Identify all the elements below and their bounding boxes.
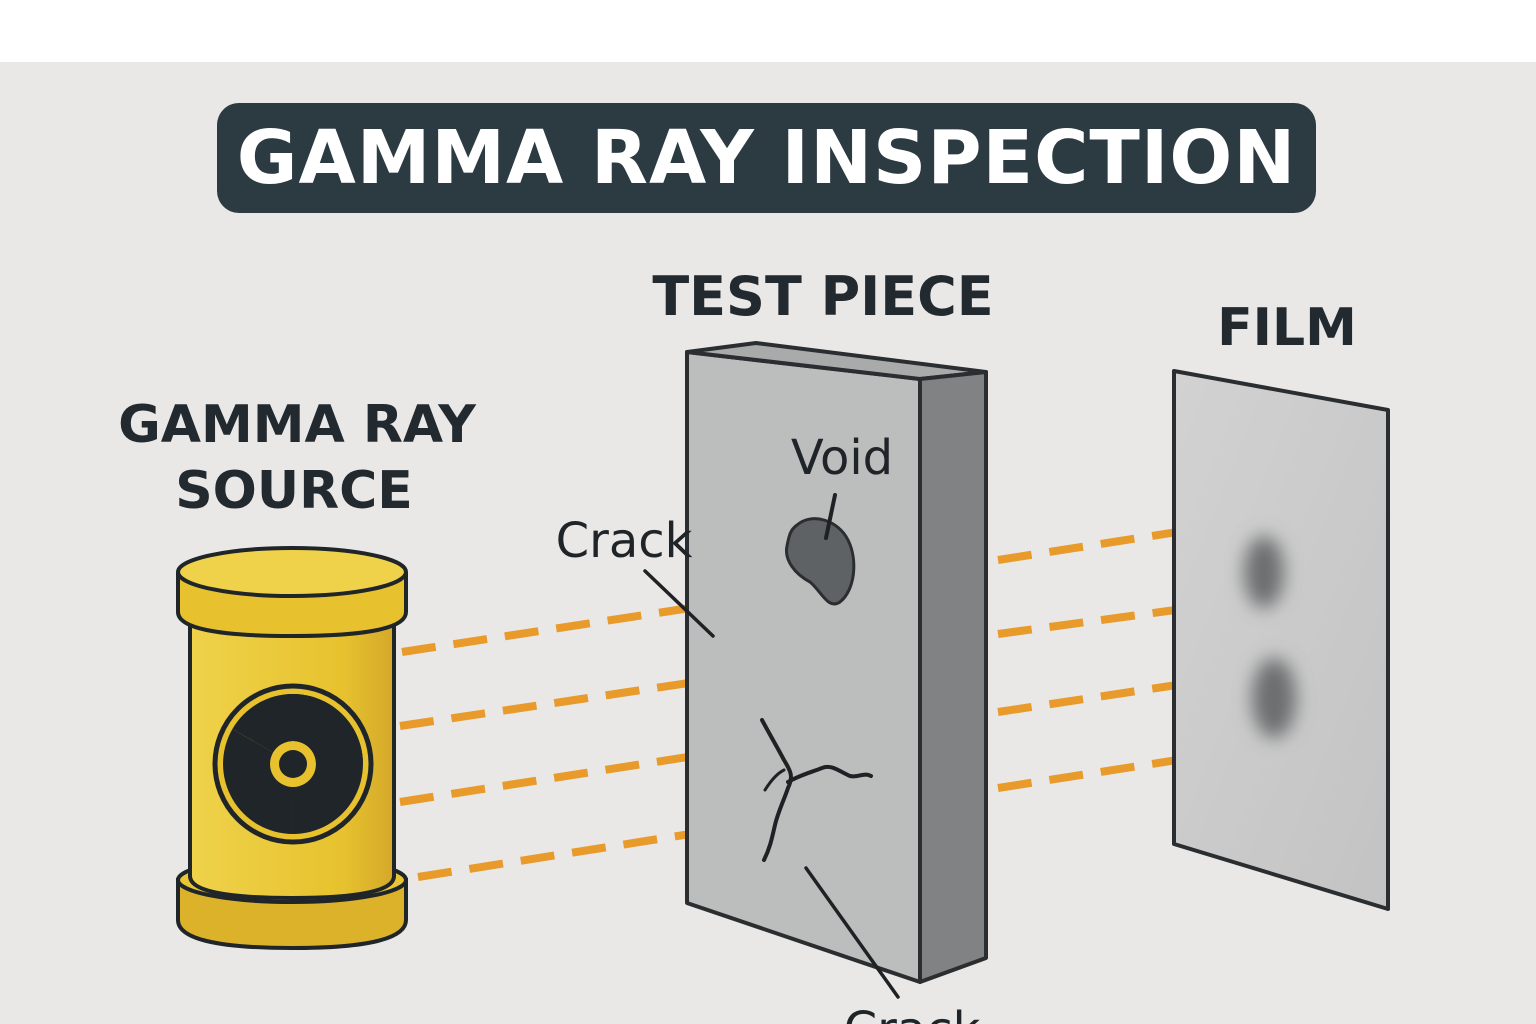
canister-cap-top — [176, 546, 408, 598]
radiation-canister-icon — [176, 546, 408, 951]
beam-4 — [417, 828, 704, 881]
film-plate — [1172, 369, 1390, 911]
crack-bottom-leader-line — [804, 866, 900, 999]
source-label-line1: GAMMA RAY — [118, 395, 477, 455]
out-beam-4 — [997, 754, 1191, 792]
film — [1172, 369, 1390, 911]
test-piece-label: TEST PIECE — [652, 265, 993, 328]
page-title: GAMMA RAY INSPECTION — [236, 115, 1297, 201]
crack-defect — [760, 718, 793, 862]
crack-branch-right — [786, 765, 873, 784]
test-piece — [685, 341, 988, 984]
out-beam-1 — [997, 526, 1191, 564]
void-leader-line — [824, 493, 837, 540]
film-label: FILM — [1217, 298, 1357, 358]
out-beam-2 — [997, 604, 1191, 638]
crack-label-top: Crack — [556, 513, 693, 569]
film-shadow-crack — [1252, 658, 1296, 738]
radiation-trefoil-icon — [212, 683, 374, 845]
test-piece-side — [918, 370, 988, 984]
crack-branch-left — [763, 768, 786, 792]
crack-label-bottom: Crack — [844, 1002, 981, 1024]
void-defect — [785, 517, 856, 606]
out-beam-3 — [997, 679, 1191, 716]
title-banner: GAMMA RAY INSPECTION — [217, 103, 1316, 213]
void-label: Void — [791, 430, 893, 486]
crack-top-leader-line — [643, 569, 715, 638]
film-shadow-void — [1244, 536, 1284, 608]
source-label-line2: SOURCE — [175, 461, 413, 521]
